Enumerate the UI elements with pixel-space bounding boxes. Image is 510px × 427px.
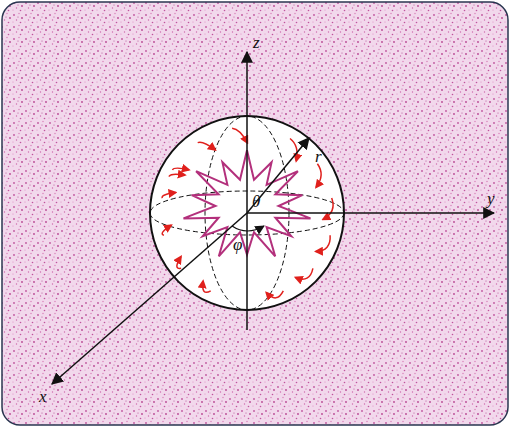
flow-arrow [162, 193, 176, 199]
radius-vector [247, 138, 309, 213]
flow-arrow [266, 291, 283, 298]
flow-arrow [323, 198, 333, 219]
flow-arrow [173, 168, 190, 170]
axis-label: r [314, 148, 323, 165]
flow-arrow [162, 225, 171, 235]
axis-label: y [486, 190, 496, 207]
flow-arrow [198, 142, 216, 150]
flow-arrow [316, 164, 321, 188]
flow-arrow [296, 268, 313, 279]
z-axis [246, 52, 248, 330]
flow-arrow [316, 235, 330, 251]
axis-label: θ [251, 193, 261, 210]
axis-label: x [38, 388, 48, 405]
flow-arrow [203, 281, 211, 292]
flow-arrow [232, 128, 247, 143]
azimuth-arc [232, 226, 264, 231]
y-axis [247, 212, 494, 214]
flow-arrow [177, 257, 181, 269]
flow-arrow [169, 174, 185, 176]
x-axis [52, 213, 247, 384]
axis-label: z [252, 34, 261, 51]
axis-label: φ [232, 236, 243, 253]
